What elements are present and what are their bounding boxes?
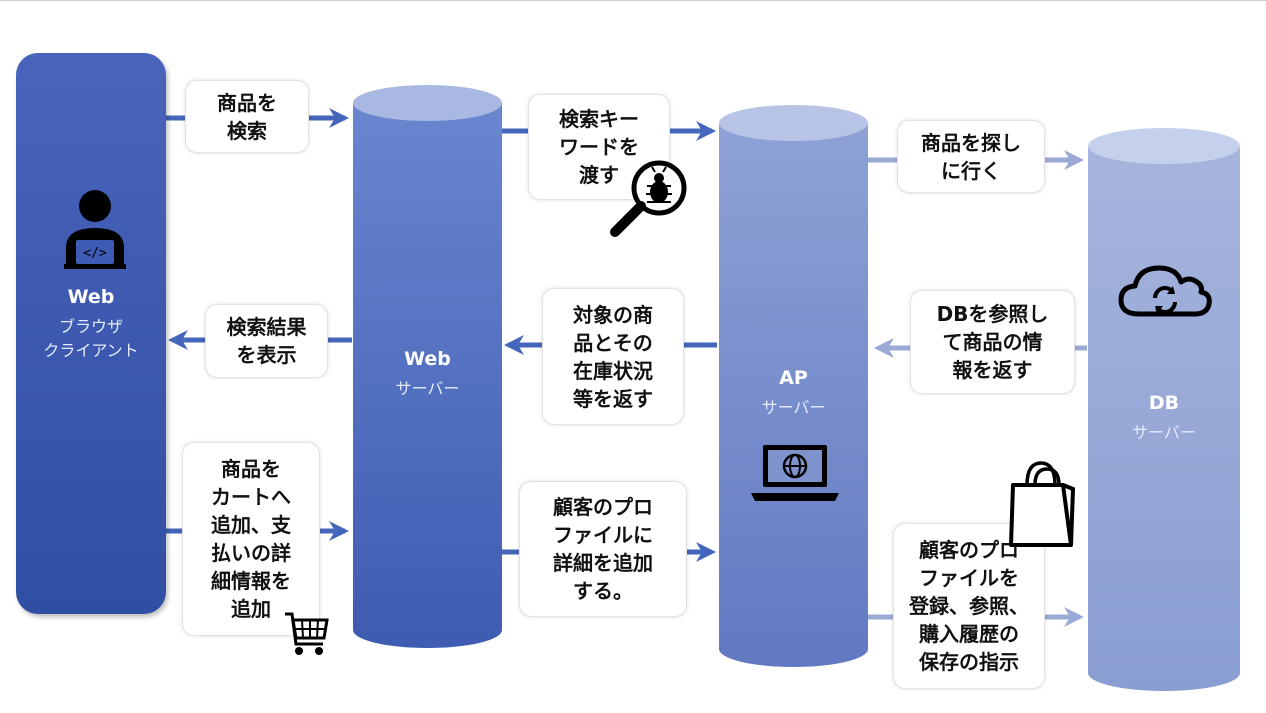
web-server-subtitle: サーバー [395, 379, 460, 398]
ap-server-cylinder: AP サーバー [719, 105, 868, 667]
ap-server-title: AP [779, 367, 808, 389]
web-server-title: Web [404, 348, 451, 370]
label-add-profile: 顧客のプロ ファイルに 詳細を追加 する。 [519, 481, 687, 617]
db-server-subtitle: サーバー [1132, 423, 1196, 442]
label-find-product: 商品を探し に行く [897, 120, 1045, 193]
client-subtitle: ブラウザ クライアント [43, 317, 139, 360]
laptop-globe-icon [749, 443, 841, 507]
shopping-cart-icon [283, 610, 329, 662]
ap-server-subtitle: サーバー [761, 398, 826, 417]
svg-text:</>: </> [83, 246, 107, 261]
label-show-results: 検索結果 を表示 [205, 304, 328, 378]
label-return-stock: 対象の商 品とその 在庫状況 等を返す [542, 288, 684, 425]
label-return-db: DBを参照し て商品の情 報を返す [910, 290, 1075, 394]
developer-user-icon: </> [62, 190, 128, 274]
shopping-bag-icon [1007, 459, 1077, 555]
label-add-cart: 商品を カートへ 追加、支 払いの詳 細情報を 追加 [182, 442, 320, 636]
label-pass-keyword: 検索キー ワードを 渡す [528, 94, 670, 200]
web-server-cylinder: Web サーバー [353, 85, 502, 648]
label-search-product: 商品を 検索 [185, 80, 309, 153]
label-save-instruction: 顧客のプロ ファイルを 登録、参照、 購入履歴の 保存の指示 [893, 523, 1045, 689]
top-divider [0, 0, 1266, 1]
bug-search-icon [607, 158, 689, 242]
cloud-sync-icon [1117, 260, 1213, 324]
web-browser-client-node: </> Web ブラウザ クライアント [16, 53, 166, 614]
db-server-cylinder: DB サーバー [1088, 128, 1240, 691]
client-title: Web [67, 286, 115, 308]
db-server-title: DB [1148, 392, 1180, 414]
